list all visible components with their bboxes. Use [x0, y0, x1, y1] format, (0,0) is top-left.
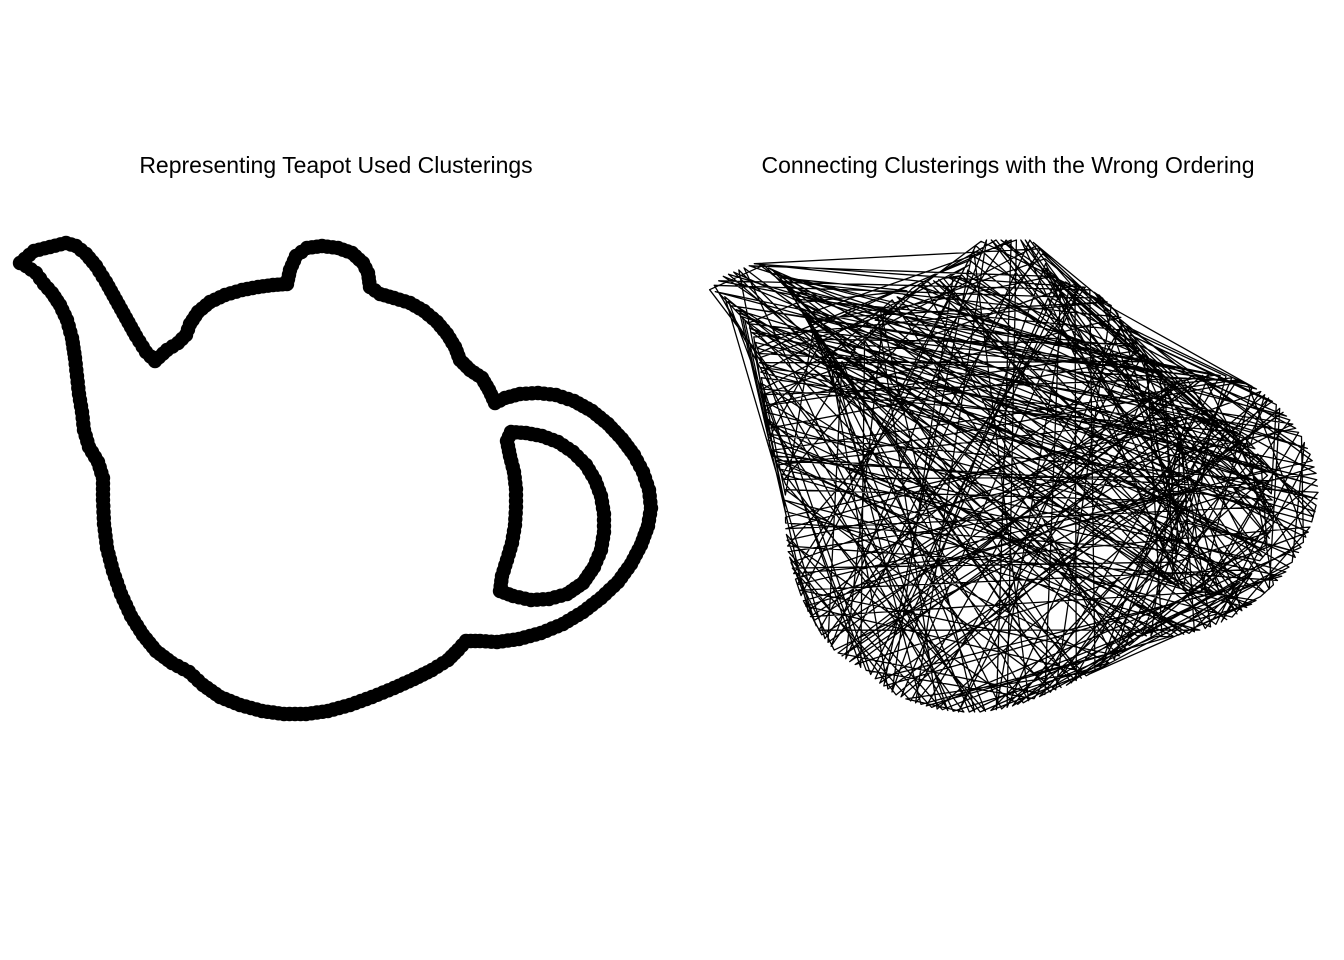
teapot-scatter-plot [12, 235, 659, 722]
teapot-point [501, 429, 517, 444]
scrambled-path-plot [708, 239, 1319, 713]
teapot-point [18, 258, 34, 274]
left-panel-title: Representing Teapot Used Clusterings [139, 152, 533, 178]
right-panel-title: Connecting Clusterings with the Wrong Or… [761, 152, 1255, 178]
scrambled-series-line [708, 239, 1319, 713]
